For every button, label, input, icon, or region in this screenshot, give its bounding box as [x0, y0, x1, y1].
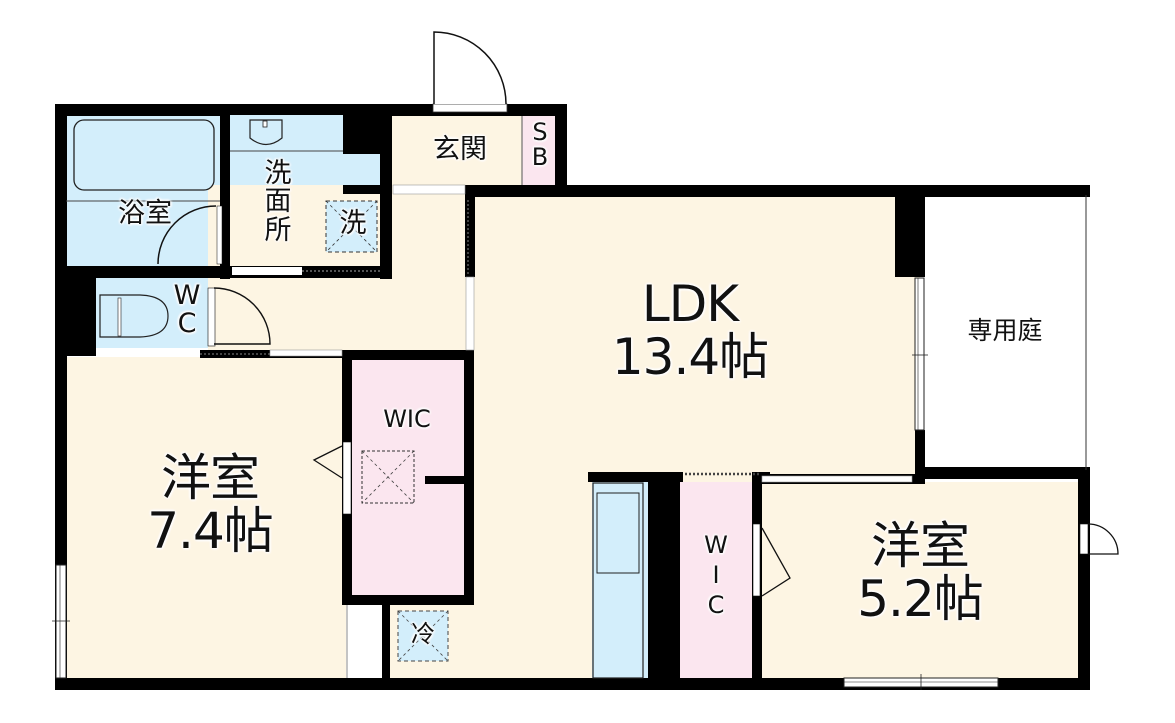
entrance	[392, 115, 524, 185]
wall	[343, 104, 383, 154]
wic-2-label: W I C	[704, 531, 728, 619]
toilet-label: W C	[173, 280, 201, 340]
wall	[55, 104, 67, 689]
western-room-1-label: 洋室 7.4帖	[147, 449, 274, 560]
garden-label: 専用庭	[967, 316, 1043, 345]
fridge-label: 冷	[411, 620, 435, 648]
bathroom-label: 浴室	[118, 198, 172, 229]
wall	[465, 185, 1090, 197]
wall	[220, 104, 230, 279]
refrigerator-icon	[397, 610, 449, 662]
wall	[1078, 467, 1090, 690]
wall	[555, 104, 567, 194]
entrance-label: 玄関	[433, 134, 487, 165]
sink-icon	[596, 492, 640, 574]
shoe-box-label: S B	[531, 118, 549, 172]
wall	[380, 104, 392, 279]
wall	[588, 472, 683, 482]
wall	[915, 430, 925, 475]
wall	[343, 185, 383, 194]
western-room-2-label: 洋室 5.2帖	[857, 517, 984, 628]
washer-label: 洗	[339, 208, 367, 239]
bathtub-icon	[73, 119, 215, 191]
wall	[465, 185, 475, 277]
wall	[915, 467, 1090, 479]
wic-2	[680, 482, 752, 680]
wall	[382, 600, 390, 685]
entrance-door-icon	[433, 31, 507, 105]
wall	[425, 476, 467, 484]
western-room-2	[760, 482, 1080, 680]
western-room-1	[66, 357, 346, 680]
wall	[55, 266, 388, 278]
wall	[895, 185, 925, 277]
wall	[342, 595, 474, 605]
washbasin-icon	[249, 119, 283, 146]
shoe-box	[522, 115, 556, 185]
washroom-label: 洗 面 所	[264, 158, 292, 246]
wall	[55, 266, 96, 356]
toilet-icon	[99, 294, 169, 338]
wall	[342, 350, 472, 360]
wall	[464, 350, 474, 605]
wall	[55, 678, 1090, 690]
wall	[648, 472, 680, 687]
ldk-label: LDK 13.4帖	[611, 275, 769, 386]
wic-1-label: WIC	[383, 405, 431, 433]
